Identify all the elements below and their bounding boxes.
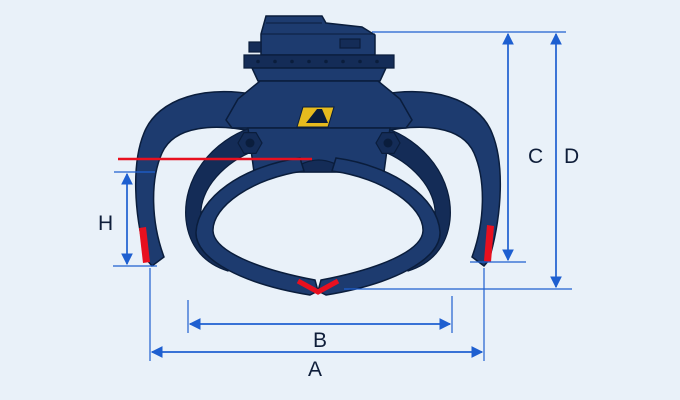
rotator-unit — [243, 15, 395, 82]
dimension-label-b: B — [313, 329, 327, 352]
pivot-nut-left — [237, 132, 263, 154]
rotator-lower-flange — [250, 67, 388, 82]
head-shoulders — [225, 80, 413, 129]
dimension-label-a: A — [308, 358, 322, 381]
reference-marks — [118, 157, 494, 295]
dimension-A: A — [149, 268, 485, 381]
rotator-housing — [260, 15, 376, 56]
pivot-nut-right — [375, 132, 401, 154]
red-tip-bottom — [296, 278, 340, 295]
dimensions: H C D B A — [98, 31, 579, 381]
red-tip-right — [484, 225, 494, 262]
dimension-label-h: H — [98, 212, 113, 235]
dimension-C: C — [372, 31, 566, 263]
dimension-B: B — [187, 296, 453, 352]
claw-inner-right — [317, 157, 441, 296]
rotator-flange — [243, 54, 395, 69]
dimension-H: H — [98, 171, 157, 267]
rotator-motor-knob — [248, 41, 262, 53]
dimension-label-c: C — [528, 145, 543, 168]
brand-logo — [296, 106, 335, 128]
rotator-vent — [339, 38, 361, 49]
red-tip-left — [139, 227, 150, 263]
flange-bolts — [256, 59, 379, 64]
dimension-label-d: D — [564, 145, 579, 168]
claw-inner-left — [195, 157, 319, 296]
grapple-illustration — [135, 15, 501, 296]
dimension-D: D — [344, 32, 579, 290]
